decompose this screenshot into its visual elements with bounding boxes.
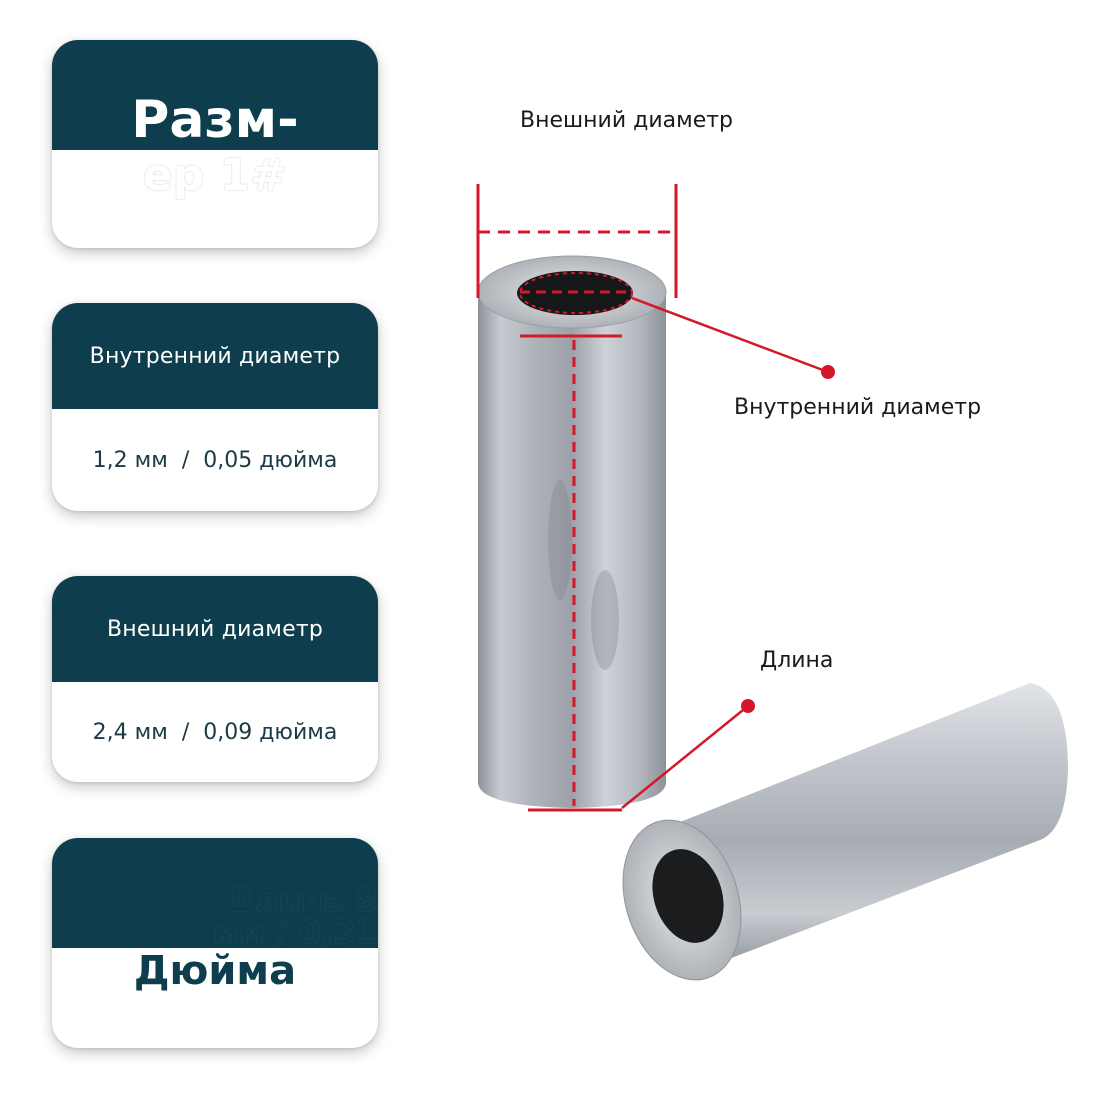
length-card-value: Дюйма — [133, 948, 297, 994]
vertical-tube — [477, 255, 667, 808]
size-card-value: ер 1# — [142, 150, 288, 201]
size-card: Разм- ер 1# — [52, 40, 378, 248]
inner-diameter-card: Внутренний диаметр 1,2 мм / 0,05 дюйма — [52, 303, 378, 511]
outer-diameter-card: Внешний диаметр 2,4 мм / 0,09 дюйма — [52, 576, 378, 782]
length-card-title-line1: Длина 8 — [226, 881, 378, 919]
inner-diameter-card-value: 1,2 мм / 0,05 дюйма — [92, 447, 338, 473]
length-card: Длина 8 мм / 0,31 Дюйма — [52, 838, 378, 1048]
horizontal-tube — [622, 683, 1068, 981]
inner-diameter-label: Внутренний диаметр — [734, 395, 982, 420]
length-label: Длина — [760, 648, 834, 673]
size-card-title: Разм- — [52, 40, 378, 150]
inner-diameter-card-title: Внутренний диаметр — [52, 303, 378, 409]
inner-diameter-marker — [821, 365, 835, 379]
annotation-lines — [476, 184, 829, 812]
outer-diameter-card-title: Внешний диаметр — [52, 576, 378, 682]
outer-diameter-label: Внешний диаметр — [520, 108, 734, 133]
length-card-title-line2: мм / 0,31 — [212, 913, 378, 951]
outer-diameter-card-value: 2,4 мм / 0,09 дюйма — [92, 719, 338, 745]
length-card-title: Длина 8 мм / 0,31 — [52, 838, 378, 948]
length-marker — [741, 699, 755, 713]
